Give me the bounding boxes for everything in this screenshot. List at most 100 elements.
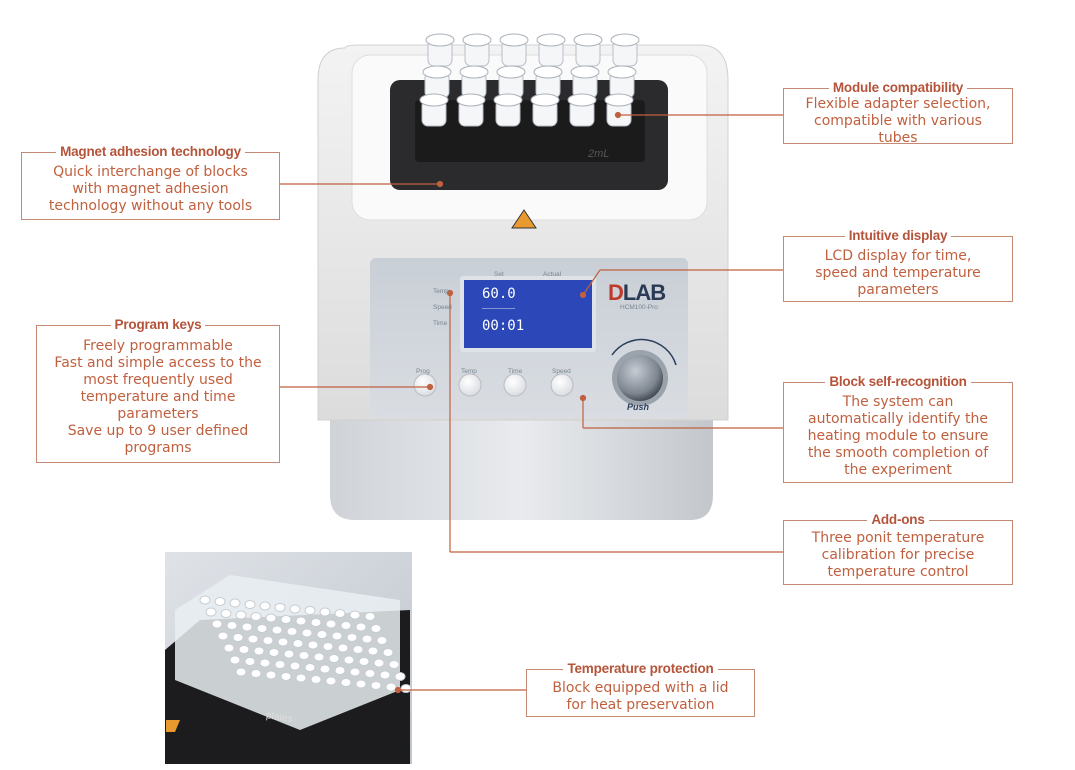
tube-cap [456, 93, 486, 107]
callout-line: The system can [842, 394, 954, 410]
plate-well [307, 640, 319, 650]
lcd-set-label: Set [494, 271, 504, 278]
plate-well [367, 646, 379, 656]
tube-cap [533, 65, 563, 79]
plate-well [394, 672, 406, 681]
tube-cap [530, 93, 560, 107]
plate-well [373, 658, 385, 668]
tube-array [419, 33, 640, 127]
plate-well [235, 610, 247, 620]
plate-well [370, 681, 382, 690]
plate-well [220, 609, 232, 618]
plate-well [304, 663, 316, 672]
plate-well [355, 622, 367, 632]
tube-cap [496, 65, 526, 79]
callout-title: Program keys [110, 317, 206, 332]
callout-line: for heat preservation [566, 697, 715, 713]
callout-line: LCD display for time, [824, 248, 972, 264]
callout-title: Add-ons [867, 512, 929, 527]
tube-cap [499, 33, 529, 47]
plate-well [214, 597, 226, 606]
plate-well [304, 606, 316, 615]
plate-well [361, 634, 373, 644]
push-knob [617, 355, 663, 401]
plate-well [217, 631, 229, 641]
callout-line: with magnet adhesion [72, 181, 229, 197]
callout-line: programs [124, 440, 192, 456]
plate-well [289, 604, 301, 614]
callout-line: the smooth completion of [807, 445, 989, 461]
plate-well [211, 619, 223, 629]
lcd-time: 00:01 [482, 318, 525, 334]
callout-line: tubes [878, 130, 918, 146]
plate-well [355, 679, 367, 689]
plate-well [385, 682, 397, 692]
plate-well [301, 628, 313, 638]
plate-well [241, 622, 253, 632]
plate-well [310, 618, 322, 627]
tube-cap [573, 33, 603, 47]
temp-button-label: Temp [461, 368, 477, 375]
plate-well [331, 631, 343, 641]
plate-well [343, 655, 355, 665]
callout-line: Save up to 9 user defined [67, 423, 249, 439]
plate-well [358, 657, 370, 666]
plate-well [298, 651, 310, 660]
plate-well [250, 669, 262, 678]
speed-button-label: Speed [552, 368, 571, 375]
tube-cap [422, 65, 452, 79]
plate-well [244, 600, 256, 609]
plate-well [274, 603, 286, 612]
prog-button-label: Prog [416, 368, 430, 375]
tube-cap [536, 33, 566, 47]
plate-well [322, 642, 334, 651]
plate-well [238, 645, 250, 654]
plate-well [256, 624, 268, 633]
plate-well [388, 660, 400, 669]
plate-well [313, 652, 325, 662]
callout-line: technology without any tools [48, 198, 253, 214]
plate-well [265, 613, 277, 623]
callout-line: Fast and simple access to the [54, 355, 262, 371]
plate-well [274, 660, 286, 669]
plate-well [349, 667, 361, 677]
plate-well [271, 625, 283, 635]
callout-line: temperature and time [80, 389, 236, 405]
plate-well [334, 609, 346, 618]
plate-well [289, 661, 301, 671]
plate-well [235, 667, 247, 677]
callout-line: heating module to ensure [807, 428, 989, 444]
plate-well [370, 624, 382, 633]
plate-well [226, 621, 238, 630]
brand-logo: DLAB [608, 280, 666, 305]
callout-line: the experiment [844, 462, 952, 478]
plate-well [250, 612, 262, 621]
plate-well [205, 607, 217, 617]
time-button-label: Time [508, 368, 523, 375]
callout-line: Quick interchange of blocks [53, 164, 248, 180]
callout-line: Flexible adapter selection, [805, 96, 991, 112]
plate-well [265, 670, 277, 680]
callout-line: Three ponit temperature [811, 530, 985, 546]
plate-well [400, 684, 412, 693]
lcd-actual-label: Actual [543, 271, 562, 278]
callout-block-self-recognition: Block self-recognition The system can au… [783, 374, 1013, 483]
plate-well [319, 664, 331, 674]
plate-well [310, 675, 322, 684]
callout-temperature-protection: Temperature protection Block equipped wi… [526, 661, 755, 717]
callout-module-compatibility: Module compatibility Flexible adapter se… [783, 80, 1013, 146]
plate-well [232, 633, 244, 642]
plate-well [277, 637, 289, 647]
plate-well [280, 615, 292, 624]
tube-cap [570, 65, 600, 79]
plate-well [376, 636, 388, 645]
connector-lines [280, 111, 783, 694]
callout-line: parameters [117, 406, 199, 422]
plate-well [244, 657, 256, 666]
plate-well [229, 598, 241, 608]
block-size-label: 2mL [588, 148, 610, 160]
callout-title: Module compatibility [828, 80, 968, 95]
device-base [330, 420, 713, 520]
callout-title: Intuitive display [844, 228, 952, 243]
